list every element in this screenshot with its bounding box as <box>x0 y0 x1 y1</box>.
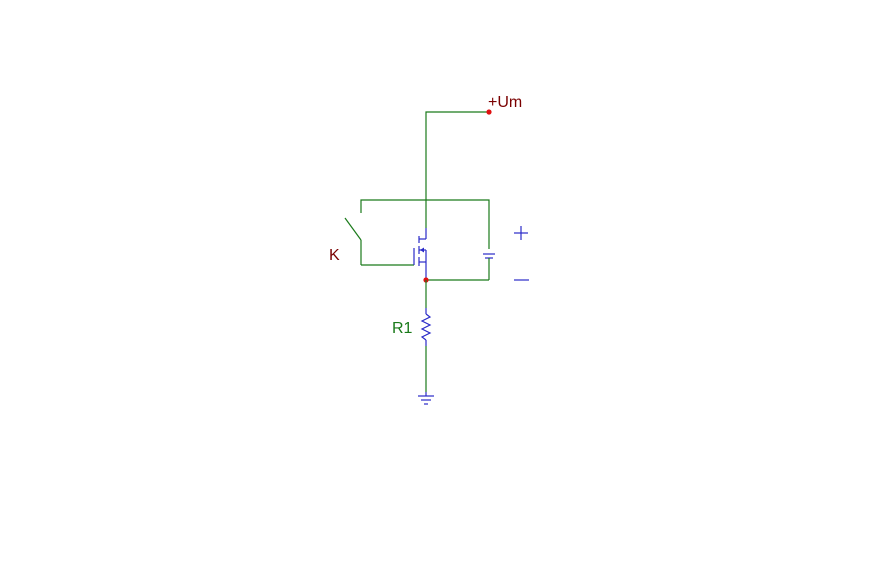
plus-sign-icon <box>514 226 528 240</box>
resistor-label: R1 <box>392 320 413 337</box>
resistor-r1 <box>420 308 432 346</box>
supply-label: +Um <box>488 94 522 111</box>
supply-wire <box>425 111 489 228</box>
ground-icon <box>418 392 434 405</box>
switch-label: K <box>329 247 340 264</box>
switch-k <box>344 217 362 265</box>
mosfet-transistor <box>413 228 427 280</box>
capacitor <box>483 253 495 280</box>
supply-terminal-node <box>486 109 492 115</box>
top-loop-wire <box>360 199 490 249</box>
